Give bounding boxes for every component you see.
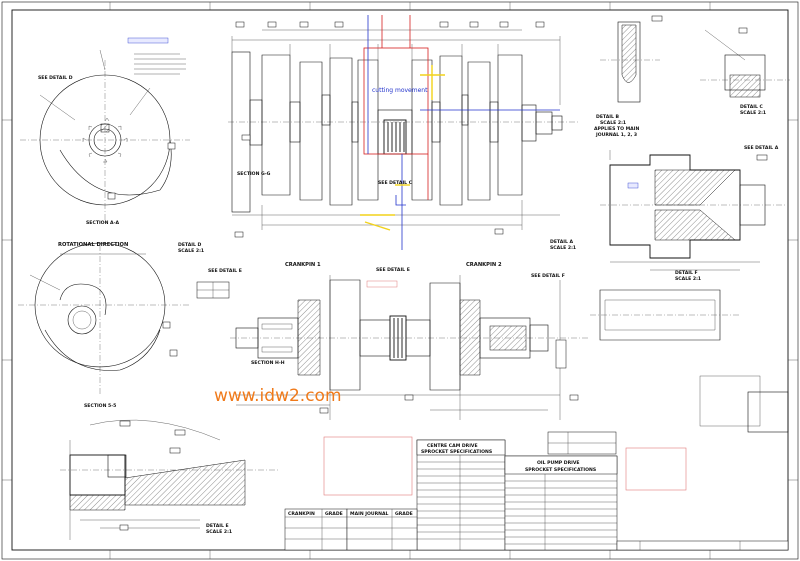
cutting-movement-text: cutting movement	[372, 87, 428, 94]
detail-f-title: DETAIL F	[675, 270, 698, 276]
detail-callout-6: SEE DETAIL A	[744, 145, 779, 151]
watermark-text: www.idw2.com	[214, 386, 342, 406]
detail-f-scale: SCALE 2:1	[675, 276, 701, 282]
revision-list	[323, 436, 687, 496]
detail-c-scale: SCALE 2:1	[740, 110, 766, 116]
crankpin-grade-table	[284, 508, 348, 551]
detail-e-scale: SCALE 2:1	[206, 529, 232, 535]
centre-cam-title-line2: SPROCKET SPECIFICATIONS	[421, 449, 492, 455]
oil-pump-drive-spec-table	[504, 431, 618, 551]
title-block	[616, 540, 789, 551]
detail-c-title: DETAIL C	[740, 104, 764, 110]
detail-a-scale: SCALE 2:1	[550, 245, 576, 251]
crankpin-1-label: CRANKPIN 1	[285, 262, 321, 268]
oil-pump-title-line2: SPROCKET SPECIFICATIONS	[525, 467, 596, 473]
section-label-h-h: SECTION H-H	[251, 360, 285, 366]
crankshaft-section-view	[196, 275, 590, 420]
applies-to-main-line1: APPLIES TO MAIN	[594, 126, 639, 132]
section-a-a-view	[20, 49, 190, 225]
detail-c-view	[700, 27, 790, 98]
detail-b-scale: SCALE 2:1	[600, 120, 626, 126]
section-label-5-5: SECTION 5-5	[84, 403, 116, 409]
crankshaft-nose-view	[600, 150, 785, 271]
detail-callout-2: SEE DETAIL C	[378, 180, 413, 186]
detail-callout-5: SEE DETAIL F	[531, 273, 565, 279]
detail-callouts: SEE DETAIL D SEE DETAIL C SEE DETAIL E S…	[38, 75, 779, 279]
detail-blocks: DETAIL D SCALE 2:1 DETAIL A SCALE 2:1 DE…	[178, 104, 766, 535]
main-journal-grade-header-1: MAIN JOURNAL	[350, 511, 389, 517]
crankshaft-main-view: cutting movement	[228, 15, 580, 250]
detail-callout-3: SEE DETAIL E	[208, 268, 242, 274]
detail-callout-1: SEE DETAIL D	[38, 75, 73, 81]
detail-d-scale: SCALE 2:1	[178, 248, 204, 254]
detail-f-view	[590, 289, 789, 433]
section-5-5-view	[18, 242, 190, 395]
crankpin-grade-header-2: GRADE	[325, 511, 343, 517]
detail-d-title: DETAIL D	[178, 242, 202, 248]
detail-b-view	[600, 15, 663, 103]
applies-to-main-line2: JOURNAL 1, 2, 3	[595, 132, 637, 138]
section-labels: SECTION A-A SECTION G-G SECTION H-H SECT…	[84, 171, 285, 409]
section-label-a-a: SECTION A-A	[86, 220, 119, 226]
main-journal-grade-header-2: GRADE	[395, 511, 413, 517]
centre-cam-title-line1: CENTRE CAM DRIVE	[427, 443, 478, 449]
section-label-g-g: SECTION G-G	[237, 171, 271, 177]
note-block-top-left	[127, 37, 186, 75]
oil-pump-title-line1: OIL PUMP DRIVE	[537, 460, 580, 466]
detail-callout-4: SEE DETAIL E	[376, 267, 410, 273]
detail-a-title: DETAIL A	[550, 239, 574, 245]
rotational-direction-label: ROTATIONAL DIRECTION	[58, 242, 128, 248]
crankpin-grade-header-1: CRANKPIN	[288, 511, 315, 517]
centre-cam-drive-spec-table	[416, 439, 506, 551]
main-journal-grade-table	[346, 508, 418, 551]
detail-b-title: DETAIL B	[596, 114, 620, 120]
detail-e-view	[60, 419, 280, 540]
detail-e-title: DETAIL E	[206, 523, 229, 529]
crankpin-2-label: CRANKPIN 2	[466, 262, 502, 268]
